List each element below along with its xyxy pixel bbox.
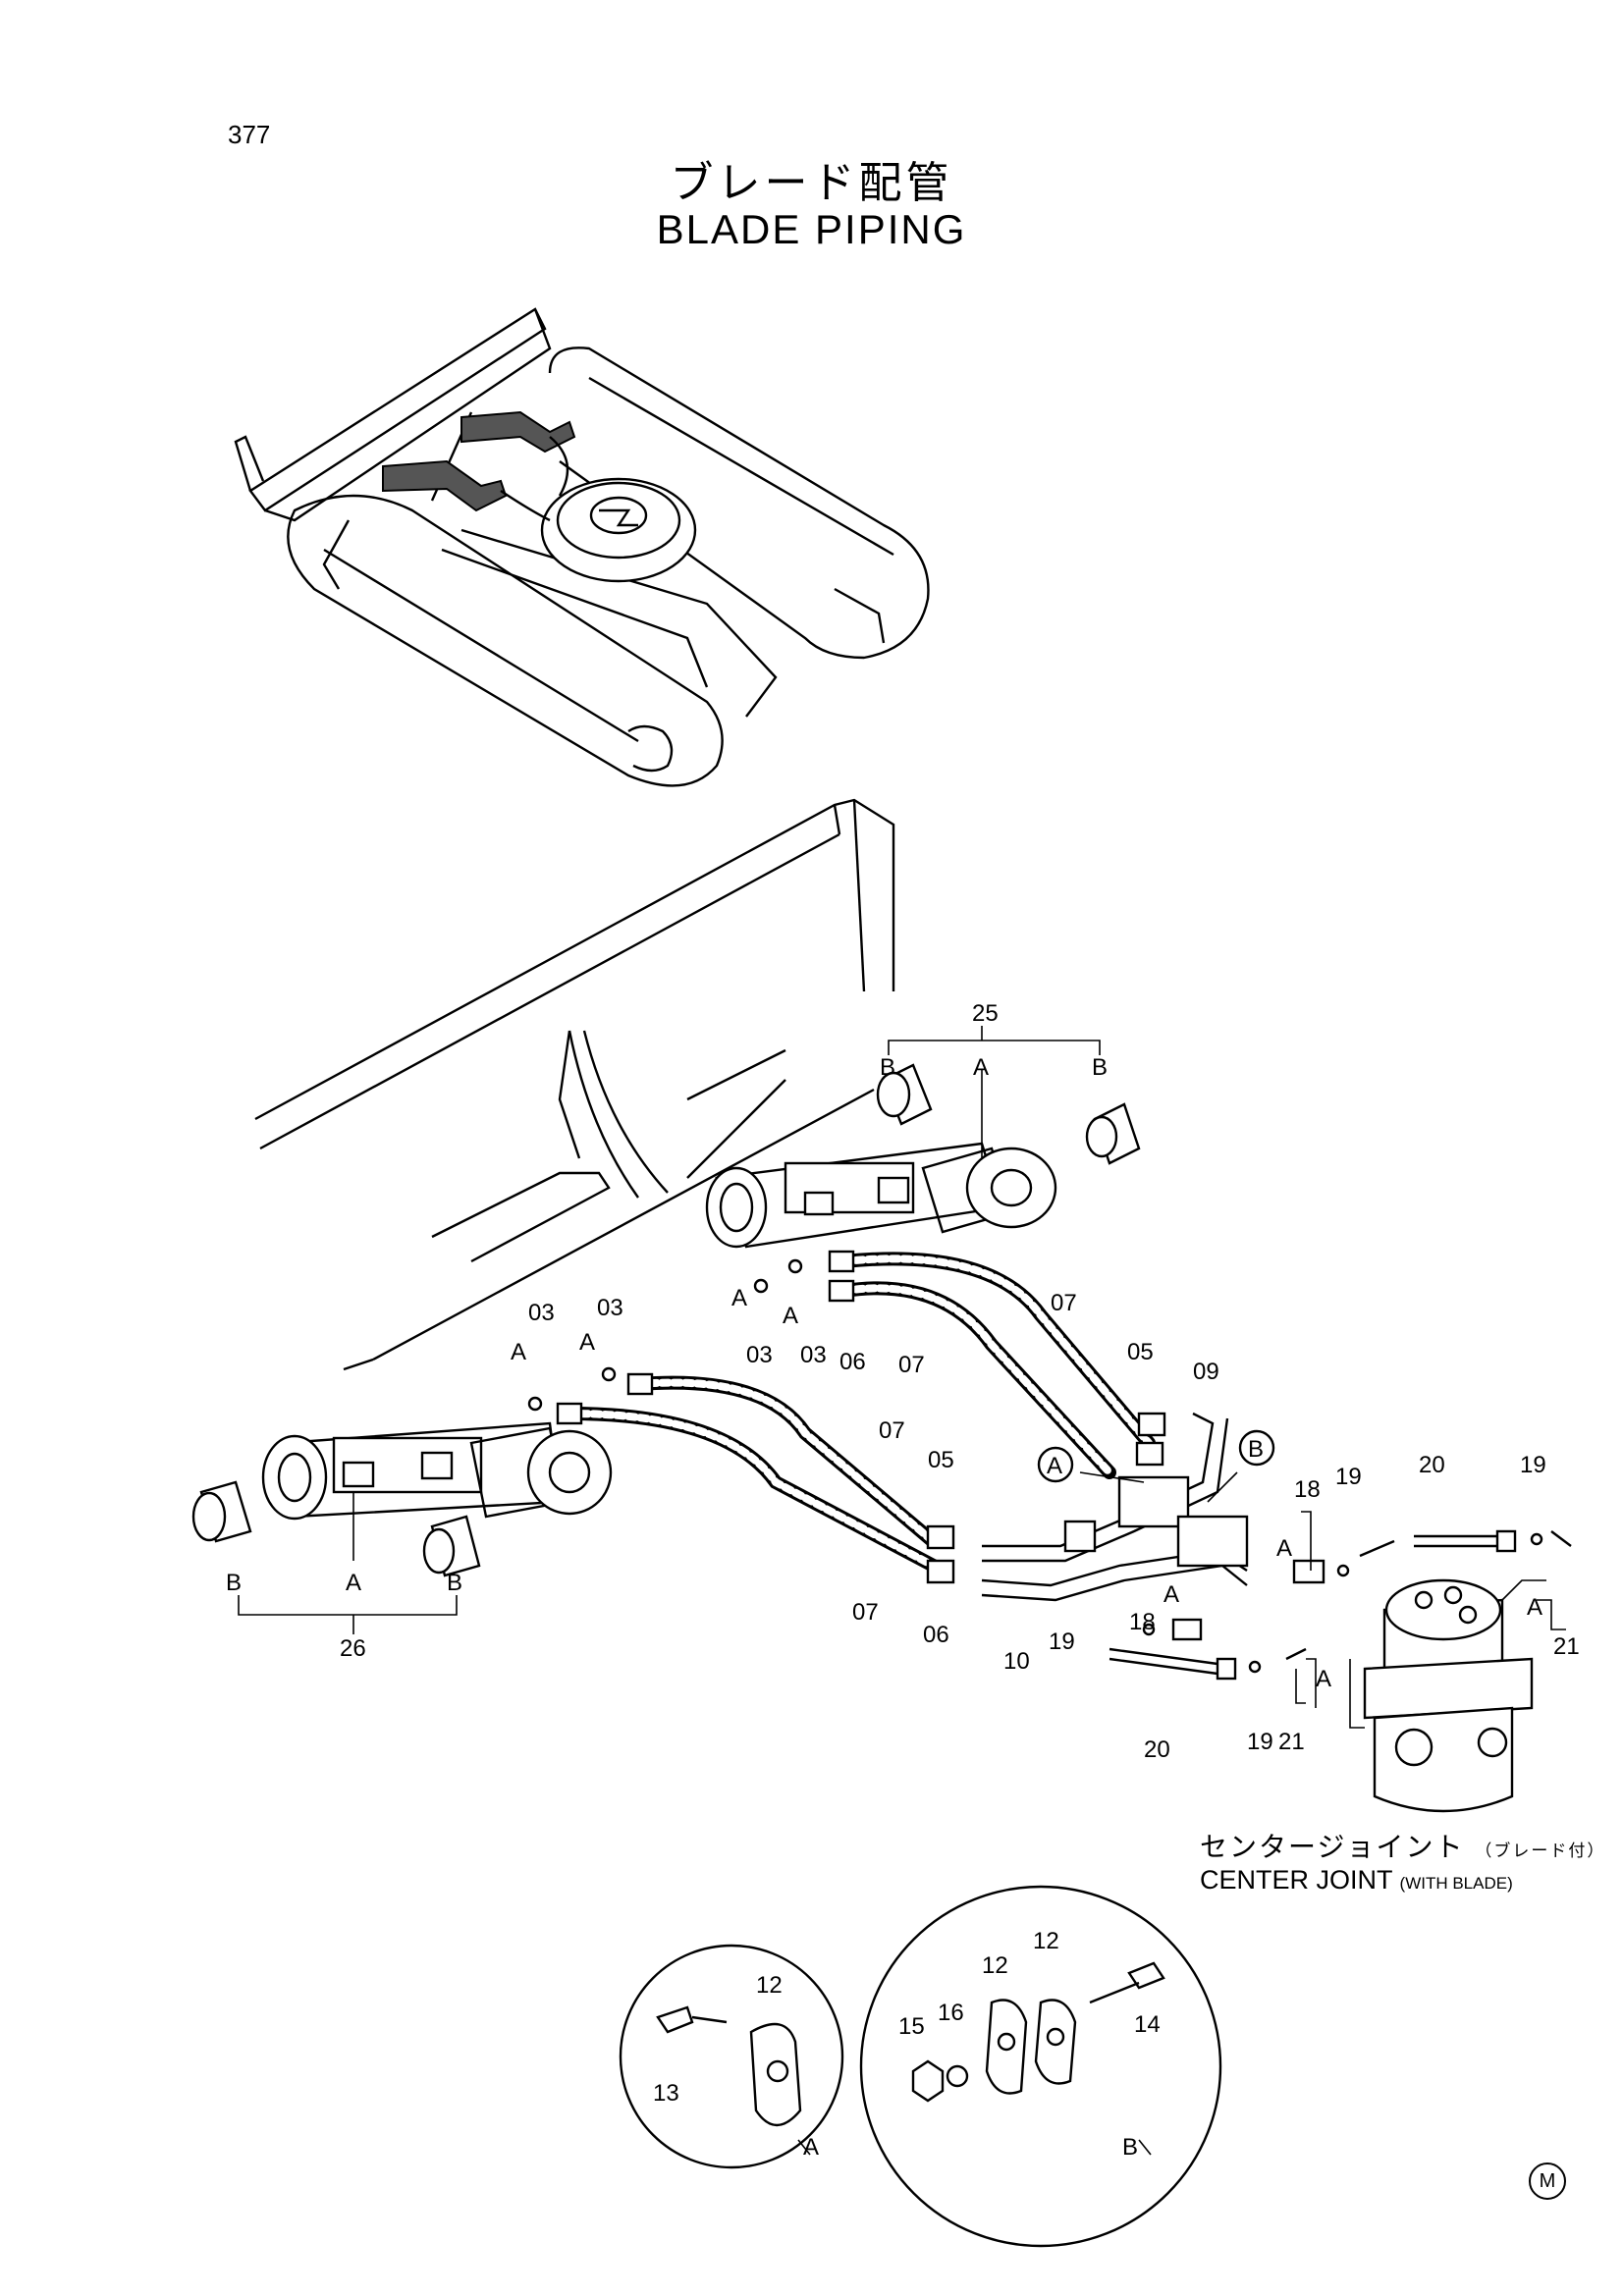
callout-label: A: [803, 2134, 819, 2161]
center-joint-note: (WITH BLADE): [1399, 1874, 1513, 1893]
callout-label: 19: [1335, 1464, 1362, 1490]
callout-label: 07: [852, 1599, 879, 1626]
callout-label: 03: [528, 1300, 555, 1326]
callout-label: 03: [597, 1295, 623, 1321]
callout-label: 21: [1553, 1633, 1580, 1660]
callout-label: 20: [1419, 1452, 1445, 1478]
callout-label: A: [1163, 1581, 1179, 1608]
steel-pipes: [981, 1412, 1249, 1602]
callout-label: 12: [756, 1972, 783, 1999]
callout-label: B: [1122, 2134, 1138, 2161]
callout-label: 05: [1127, 1339, 1154, 1365]
callout-label: 07: [898, 1352, 925, 1378]
detail-views: [619, 1885, 1222, 2248]
center-joint-note-ja: （ブレード付）: [1475, 1842, 1606, 1861]
blade-outline: [254, 798, 895, 1371]
callout-label: B: [880, 1054, 895, 1081]
callout-label: 19: [1049, 1629, 1075, 1655]
callout-label: 18: [1294, 1476, 1321, 1503]
callout-label: 12: [1033, 1928, 1059, 1954]
center-joint-name: CENTER JOINT: [1200, 1865, 1393, 1895]
callout-label: A: [511, 1339, 526, 1365]
callout-label: 10: [1003, 1648, 1030, 1675]
page-title-japanese: ブレード配管: [670, 158, 953, 208]
callout-label: A: [1316, 1666, 1331, 1692]
callout-label: 19: [1247, 1729, 1273, 1755]
callout-label: A: [783, 1303, 798, 1329]
hydraulic-hoses: [527, 1250, 1166, 1584]
callout-label: A: [973, 1054, 989, 1081]
callout-label: 05: [928, 1447, 954, 1473]
callout-label: 03: [746, 1342, 773, 1368]
left-blade-cylinder: [191, 1421, 613, 1577]
center-joint-fittings: [1109, 1529, 1572, 1681]
callout-label: A: [1276, 1535, 1292, 1562]
center-joint-name-ja: センタージョイント: [1200, 1831, 1465, 1863]
callout-label: 26: [340, 1635, 366, 1662]
callout-label: B: [1248, 1436, 1264, 1463]
callout-label: 19: [1520, 1452, 1546, 1478]
callout-label: 20: [1144, 1736, 1170, 1763]
callout-label: 12: [982, 1952, 1008, 1979]
callout-label: 03: [800, 1342, 827, 1368]
callout-label: B: [447, 1570, 462, 1596]
callout-label: 06: [839, 1349, 866, 1375]
undercarriage-overview: [234, 307, 930, 787]
callout-label: 13: [653, 2080, 679, 2107]
callout-label: 15: [898, 2013, 925, 2040]
callout-label: A: [1047, 1453, 1062, 1479]
callout-label: 16: [938, 2000, 964, 2026]
center-joint-label-japanese: センタージョイント （ブレード付）: [1200, 1826, 1605, 1865]
callout-labels: 25 B A B 03 03 A A 03 03 A A 06 07 07 05…: [226, 1000, 1580, 2161]
callout-label: B: [226, 1570, 242, 1596]
callout-label: 18: [1129, 1609, 1156, 1635]
callout-label: 06: [923, 1622, 949, 1648]
callout-label: 25: [972, 1000, 999, 1027]
top-blade-cylinder: [705, 1063, 1141, 1249]
callout-label: A: [346, 1570, 361, 1596]
callout-label: 09: [1193, 1359, 1219, 1385]
page-title: BLADE PIPING: [656, 206, 967, 252]
callout-leaders: [238, 1026, 1566, 1729]
callout-label: 14: [1134, 2011, 1161, 2038]
copyright-mark: M: [1529, 2163, 1566, 2200]
center-joint-label: CENTER JOINT (WITH BLADE): [1200, 1865, 1513, 1896]
callout-label: A: [731, 1285, 747, 1311]
callout-label: 21: [1278, 1729, 1305, 1755]
callout-label: A: [1527, 1594, 1542, 1621]
page-number: 377: [228, 120, 271, 149]
callout-label: B: [1092, 1054, 1108, 1081]
callout-label: 07: [879, 1417, 905, 1444]
callout-label: A: [579, 1329, 595, 1356]
callout-label: 07: [1051, 1290, 1077, 1316]
center-joint: [1363, 1578, 1534, 1813]
